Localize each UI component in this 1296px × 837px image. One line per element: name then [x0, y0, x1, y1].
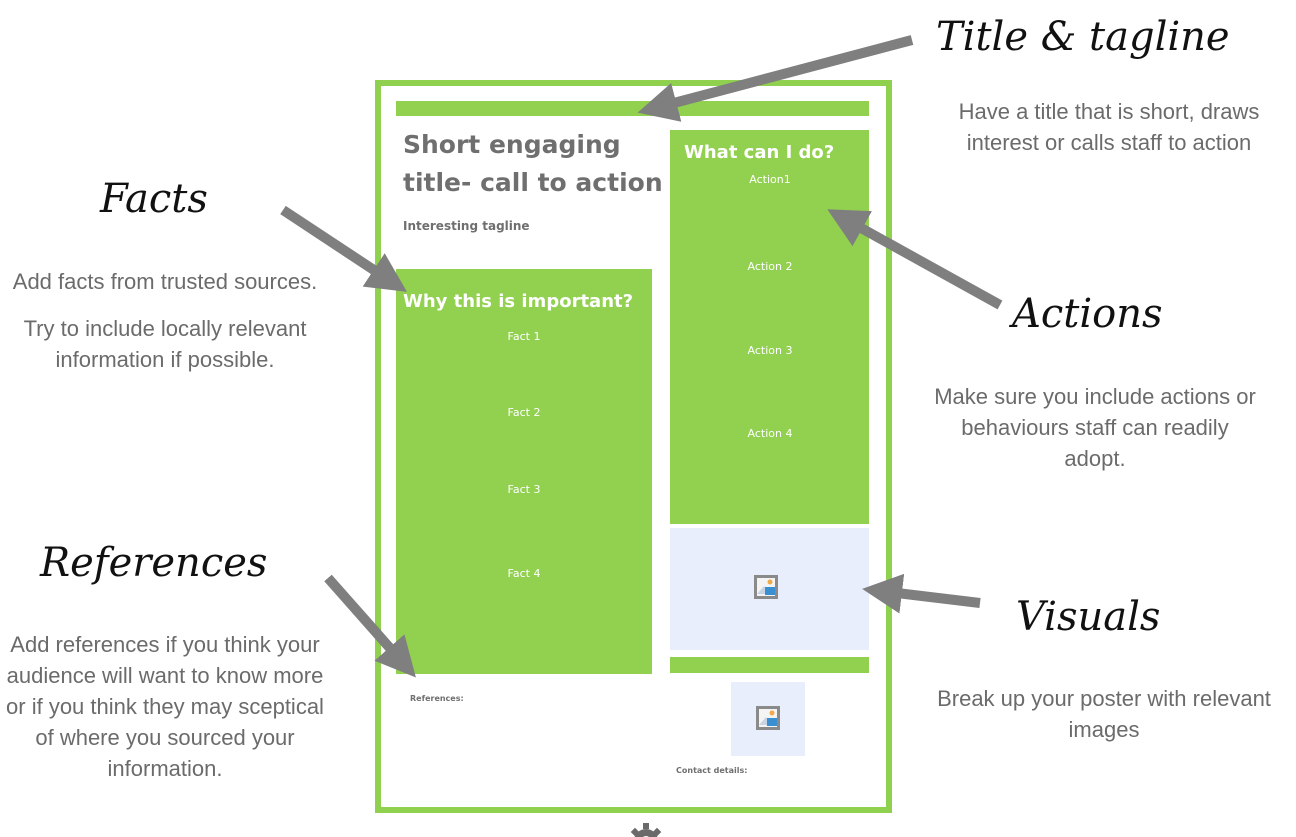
- fact-item: Fact 3: [507, 483, 541, 496]
- callout-facts-text-1: Add facts from trusted sources.: [12, 269, 318, 294]
- facts-box: Why this is important? Fact 1 Fact 2 Fac…: [396, 269, 652, 674]
- action-item: Action 4: [747, 427, 793, 440]
- action-item: Action 2: [747, 260, 793, 273]
- actions-box-heading: What can I do?: [684, 142, 835, 163]
- arrow-visuals: [862, 573, 981, 614]
- arrow-facts: [280, 205, 408, 292]
- callout-actions-heading: Actions: [1012, 291, 1163, 337]
- image-placeholder-icon: [756, 706, 780, 730]
- facts-box-heading: Why this is important?: [403, 291, 634, 312]
- arrow-title: [637, 35, 914, 122]
- callout-references-heading: References: [40, 540, 268, 586]
- callout-title-description: Have a title that is short, draws intere…: [958, 99, 1260, 155]
- callout-facts-heading: Facts: [100, 176, 208, 222]
- action-item: Action 3: [747, 344, 793, 357]
- references-label: References:: [410, 694, 464, 703]
- callout-title-heading: Title & tagline: [936, 14, 1230, 60]
- poster-bottom-bar: [670, 657, 869, 673]
- callout-visuals-description: Break up your poster with relevant image…: [937, 686, 1271, 742]
- poster-title: Short engaging title- call to action: [403, 130, 663, 197]
- fact-item: Fact 2: [507, 406, 541, 419]
- arrow-actions: [827, 209, 1003, 310]
- callout-facts-description: Add facts from trusted sources. Try to i…: [10, 266, 320, 375]
- actions-box: What can I do? Action1 Action 2 Action 3…: [670, 130, 869, 524]
- fact-item: Fact 1: [507, 330, 541, 343]
- fact-item: Fact 4: [507, 567, 541, 580]
- callout-references-description: Add references if you think your audienc…: [6, 632, 324, 781]
- contact-details-label: Contact details:: [676, 766, 748, 775]
- poster-tagline: Interesting tagline: [403, 219, 530, 233]
- callout-facts-text-2: Try to include locally relevant informat…: [23, 316, 307, 372]
- callout-visuals-heading: Visuals: [1016, 594, 1161, 640]
- action-item: Action1: [749, 173, 791, 186]
- poster-top-bar: [396, 101, 869, 116]
- gear-icon: [630, 823, 662, 837]
- callout-actions-description: Make sure you include actions or behavio…: [934, 384, 1256, 471]
- image-placeholder-icon: [754, 575, 778, 599]
- arrow-references: [324, 574, 416, 678]
